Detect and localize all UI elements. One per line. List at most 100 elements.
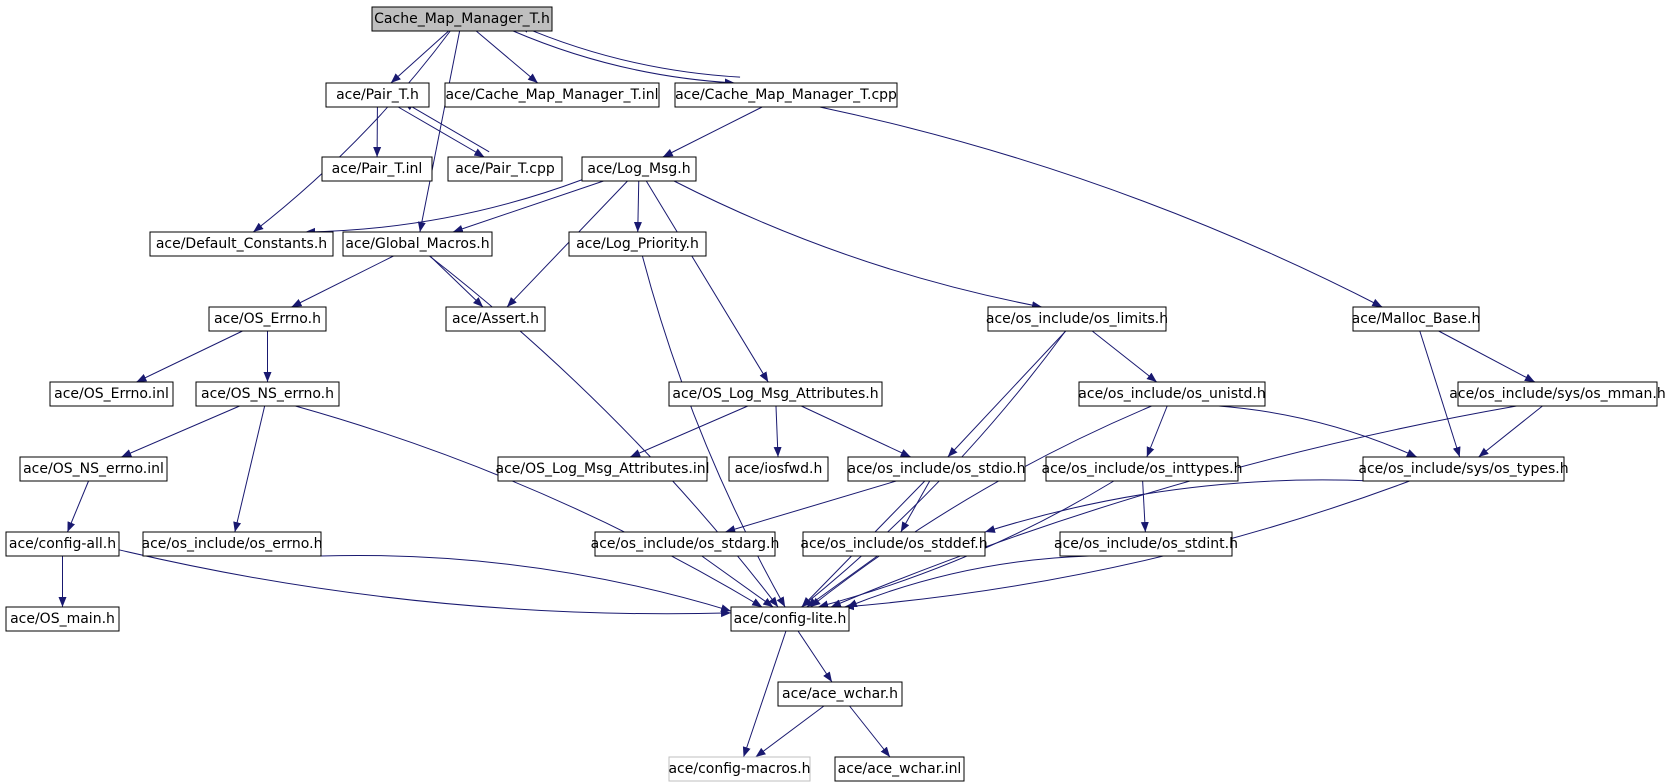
node-box <box>49 381 174 407</box>
node-box <box>1059 531 1233 557</box>
node-iosfwd[interactable]: ace/iosfwd.h <box>728 456 829 482</box>
node-label: ace/config-macros.h <box>668 761 810 777</box>
node-label: ace/Default_Constants.h <box>156 236 327 252</box>
node-box <box>19 456 168 482</box>
edge-os_inttypes-to-os_stdint <box>1140 480 1149 533</box>
edge-config_lite-to-ace_wchar_h <box>797 630 833 683</box>
node-log_msg[interactable]: ace/Log_Msg.h <box>581 156 697 182</box>
edge-os_stdio-to-os_stdarg <box>725 480 897 533</box>
node-os_types[interactable]: ace/os_include/sys/os_types.h <box>1358 456 1569 482</box>
node-assert_h[interactable]: ace/Assert.h <box>445 306 546 332</box>
edge-os_types-to-os_stddef <box>984 479 1373 533</box>
node-box <box>728 456 829 482</box>
node-label: ace/Log_Msg.h <box>587 161 690 177</box>
edge-root-to-cmm_cpp <box>512 30 735 87</box>
node-os_errno_h[interactable]: ace/OS_Errno.h <box>208 306 327 332</box>
node-config_macros[interactable]: ace/config-macros.h <box>668 756 811 782</box>
node-label: ace/Malloc_Base.h <box>1352 311 1481 327</box>
edge-os_stddef-to-config_lite <box>806 555 878 608</box>
node-ace_wchar_h[interactable]: ace/ace_wchar.h <box>777 681 903 707</box>
node-os_log_attr_inl[interactable]: ace/OS_Log_Msg_Attributes.inl <box>496 456 710 482</box>
edge-os_stdio-to-os_stddef <box>900 480 931 533</box>
edge-os_mman-to-os_types <box>1478 405 1543 458</box>
node-label: ace/Pair_T.inl <box>332 161 423 177</box>
node-box <box>1457 381 1658 407</box>
node-os_limits[interactable]: ace/os_include/os_limits.h <box>986 306 1168 332</box>
node-os_unistd[interactable]: ace/os_include/os_unistd.h <box>1078 381 1266 407</box>
node-box <box>149 231 334 257</box>
edge-global_macros-to-assert_h <box>429 255 484 308</box>
node-config_lite[interactable]: ace/config-lite.h <box>730 606 850 632</box>
edge-root-to-default_const <box>252 30 451 233</box>
edge-log_msg-to-log_priority <box>633 180 642 233</box>
node-pair_cpp[interactable]: ace/Pair_T.cpp <box>447 156 563 182</box>
node-config_all[interactable]: ace/config-all.h <box>5 531 120 557</box>
node-label: ace/OS_Log_Msg_Attributes.inl <box>496 461 710 477</box>
node-box <box>1078 381 1266 407</box>
node-box <box>1362 456 1565 482</box>
node-os_log_attr_h[interactable]: ace/OS_Log_Msg_Attributes.h <box>668 381 883 407</box>
node-pair_h[interactable]: ace/Pair_T.h <box>325 82 430 108</box>
node-os_errno_inc[interactable]: ace/os_include/os_errno.h <box>142 531 323 557</box>
node-box <box>847 456 1026 482</box>
node-root[interactable]: Cache_Map_Manager_T.h <box>371 6 553 32</box>
edge-pair_h-to-pair_cpp <box>397 106 485 158</box>
node-label: ace/OS_main.h <box>10 611 115 627</box>
node-os_stddef[interactable]: ace/os_include/os_stddef.h <box>800 531 988 557</box>
node-os_stdint[interactable]: ace/os_include/os_stdint.h <box>1054 531 1238 557</box>
node-pair_inl[interactable]: ace/Pair_T.inl <box>321 156 433 182</box>
edge-cmm_cpp-to-malloc_base <box>819 106 1383 308</box>
node-label: ace/os_include/os_stddef.h <box>800 536 987 552</box>
node-os_mman[interactable]: ace/os_include/sys/os_mman.h <box>1449 381 1666 407</box>
node-cmm_cpp[interactable]: ace/Cache_Map_Manager_T.cpp <box>674 82 898 108</box>
edge-os_stdarg-to-config_lite <box>701 555 774 608</box>
node-ace_wchar_inl[interactable]: ace/ace_wchar.inl <box>834 756 965 782</box>
node-os_main[interactable]: ace/OS_main.h <box>5 606 120 632</box>
node-box <box>142 531 322 557</box>
edge-ace_wchar_h-to-config_macros <box>755 705 825 758</box>
node-box <box>802 531 986 557</box>
edge-os_log_attr_h-to-iosfwd <box>773 405 782 458</box>
node-box <box>594 531 776 557</box>
node-default_const[interactable]: ace/Default_Constants.h <box>149 231 334 257</box>
node-label: ace/os_include/os_unistd.h <box>1078 386 1265 402</box>
edge-root-to-cmm_inl <box>475 30 539 84</box>
node-box <box>195 381 340 407</box>
node-os_ns_errno_inl[interactable]: ace/OS_NS_errno.inl <box>19 456 168 482</box>
node-label: ace/os_include/os_inttypes.h <box>1042 461 1243 477</box>
node-label: ace/iosfwd.h <box>735 461 823 477</box>
node-box <box>208 306 327 332</box>
node-os_stdio[interactable]: ace/os_include/os_stdio.h <box>847 456 1026 482</box>
node-box <box>668 381 883 407</box>
edge-os_ns_errno_h-to-config_lite <box>295 405 763 608</box>
edge-log_priority-to-config_lite <box>641 255 786 608</box>
node-label: ace/ace_wchar.inl <box>838 761 962 777</box>
edge-os_unistd-to-config_lite <box>810 405 1152 608</box>
edge-os_types-to-config_lite <box>843 480 1410 611</box>
node-os_errno_inl[interactable]: ace/OS_Errno.inl <box>49 381 174 407</box>
node-os_stdarg[interactable]: ace/os_include/os_stdarg.h <box>591 531 780 557</box>
edge-log_msg-to-os_log_attr_h <box>645 180 769 383</box>
edge-os_errno_inc-to-config_lite <box>320 554 732 612</box>
node-os_inttypes[interactable]: ace/os_include/os_inttypes.h <box>1042 456 1243 482</box>
edge-config_lite-to-config_macros <box>742 630 787 758</box>
edge-ace_wchar_h-to-ace_wchar_inl <box>849 705 891 758</box>
edge-os_stdint-to-config_lite <box>846 555 1090 608</box>
edge-global_macros-to-os_errno_h <box>291 255 394 308</box>
node-label: ace/os_include/os_stdint.h <box>1054 536 1238 552</box>
node-cmm_inl[interactable]: ace/Cache_Map_Manager_T.inl <box>444 82 660 108</box>
node-box <box>568 231 707 257</box>
node-box <box>5 531 120 557</box>
node-box <box>5 606 120 632</box>
edge-os_errno_h-to-os_errno_inl <box>136 330 243 383</box>
node-log_priority[interactable]: ace/Log_Priority.h <box>568 231 707 257</box>
node-malloc_base[interactable]: ace/Malloc_Base.h <box>1352 306 1481 332</box>
node-box <box>581 156 697 182</box>
node-box <box>447 156 563 182</box>
edge-malloc_base-to-os_types <box>1419 330 1461 458</box>
node-label: ace/Pair_T.cpp <box>455 161 555 177</box>
node-os_ns_errno_h[interactable]: ace/OS_NS_errno.h <box>195 381 340 407</box>
edge-os_mman-to-config_lite <box>830 405 1517 608</box>
node-label: ace/os_include/sys/os_mman.h <box>1449 386 1665 402</box>
node-global_macros[interactable]: ace/Global_Macros.h <box>342 231 493 257</box>
